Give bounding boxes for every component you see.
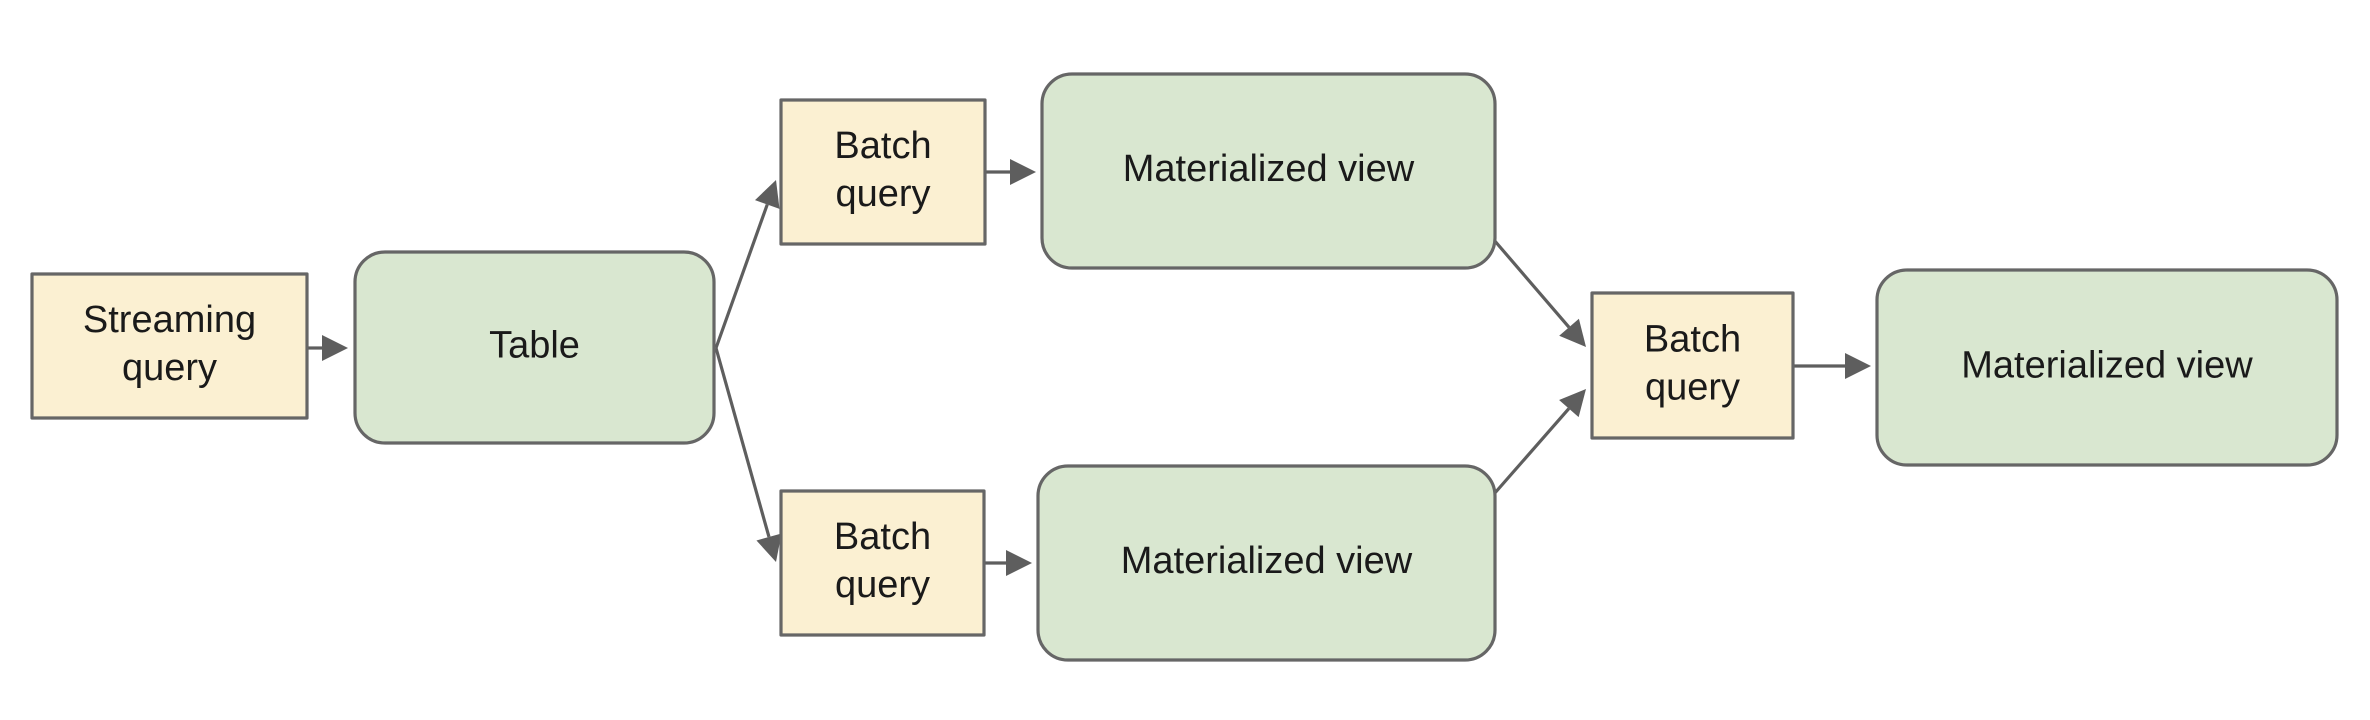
node-shape-batch-query-top[interactable] bbox=[779, 98, 987, 246]
node-shape-materialized-view-top[interactable] bbox=[1040, 72, 1497, 270]
node-batch-query-merge[interactable]: Batch query bbox=[1590, 291, 1795, 440]
arrowhead-icon bbox=[755, 180, 780, 209]
node-materialized-view-bottom[interactable]: Materialized view bbox=[1036, 464, 1497, 662]
node-label-batch-query-top: query bbox=[835, 173, 930, 215]
edge-table-to-batch-query-bottom bbox=[714, 347, 782, 562]
edge-streaming-query-to-table bbox=[307, 335, 348, 361]
node-label-streaming-query: query bbox=[122, 347, 217, 389]
node-label-materialized-view-top: Materialized view bbox=[1123, 148, 1415, 190]
node-label-batch-query-bottom: query bbox=[835, 564, 930, 606]
arrowhead-icon bbox=[1559, 318, 1586, 347]
node-batch-query-bottom[interactable]: Batch query bbox=[779, 489, 986, 637]
node-label-batch-query-bottom: Batch bbox=[834, 516, 931, 558]
arrowhead-icon bbox=[1559, 389, 1586, 418]
node-shape-batch-query-merge[interactable] bbox=[1590, 291, 1795, 440]
node-label-table: Table bbox=[489, 325, 580, 367]
node-label-batch-query-top: Batch bbox=[834, 125, 931, 167]
edge-table-to-batch-query-top bbox=[714, 180, 780, 349]
edge-materialized-view-top-to-batch-query-merge bbox=[1492, 238, 1586, 347]
arrowhead-icon bbox=[756, 533, 782, 562]
arrowhead-icon bbox=[1006, 550, 1032, 576]
node-materialized-view-top[interactable]: Materialized view bbox=[1040, 72, 1497, 270]
node-materialized-view-final[interactable]: Materialized view bbox=[1875, 268, 2339, 467]
arrowhead-icon bbox=[1845, 353, 1871, 379]
node-shape-table[interactable] bbox=[353, 250, 716, 445]
edges-layer bbox=[307, 159, 1871, 576]
node-label-materialized-view-final: Materialized view bbox=[1961, 345, 2253, 387]
node-label-batch-query-merge: query bbox=[1645, 367, 1740, 409]
node-shape-materialized-view-final[interactable] bbox=[1875, 268, 2339, 467]
arrowhead-icon bbox=[1010, 159, 1036, 185]
node-label-materialized-view-bottom: Materialized view bbox=[1121, 540, 1413, 582]
node-shape-materialized-view-bottom[interactable] bbox=[1036, 464, 1497, 662]
edge-materialized-view-bottom-to-batch-query-merge bbox=[1492, 389, 1586, 496]
edge-line bbox=[1492, 238, 1571, 329]
edge-batch-query-bottom-to-materialized-view-bottom bbox=[984, 550, 1032, 576]
edge-line bbox=[714, 203, 769, 349]
node-label-streaming-query: Streaming bbox=[83, 299, 256, 341]
nodes-layer: StreamingqueryTableBatchqueryMaterialize… bbox=[30, 72, 2339, 662]
edge-line bbox=[1492, 407, 1571, 496]
edge-batch-query-merge-to-materialized-view-final bbox=[1793, 353, 1871, 379]
node-table[interactable]: Table bbox=[353, 250, 716, 445]
node-shape-streaming-query[interactable] bbox=[30, 272, 309, 420]
edge-line bbox=[714, 347, 771, 538]
node-label-batch-query-merge: Batch bbox=[1644, 319, 1741, 361]
node-batch-query-top[interactable]: Batch query bbox=[779, 98, 987, 246]
node-shape-batch-query-bottom[interactable] bbox=[779, 489, 986, 637]
node-streaming-query[interactable]: Streaming query bbox=[30, 272, 309, 420]
edge-batch-query-top-to-materialized-view-top bbox=[985, 159, 1036, 185]
arrowhead-icon bbox=[322, 335, 348, 361]
